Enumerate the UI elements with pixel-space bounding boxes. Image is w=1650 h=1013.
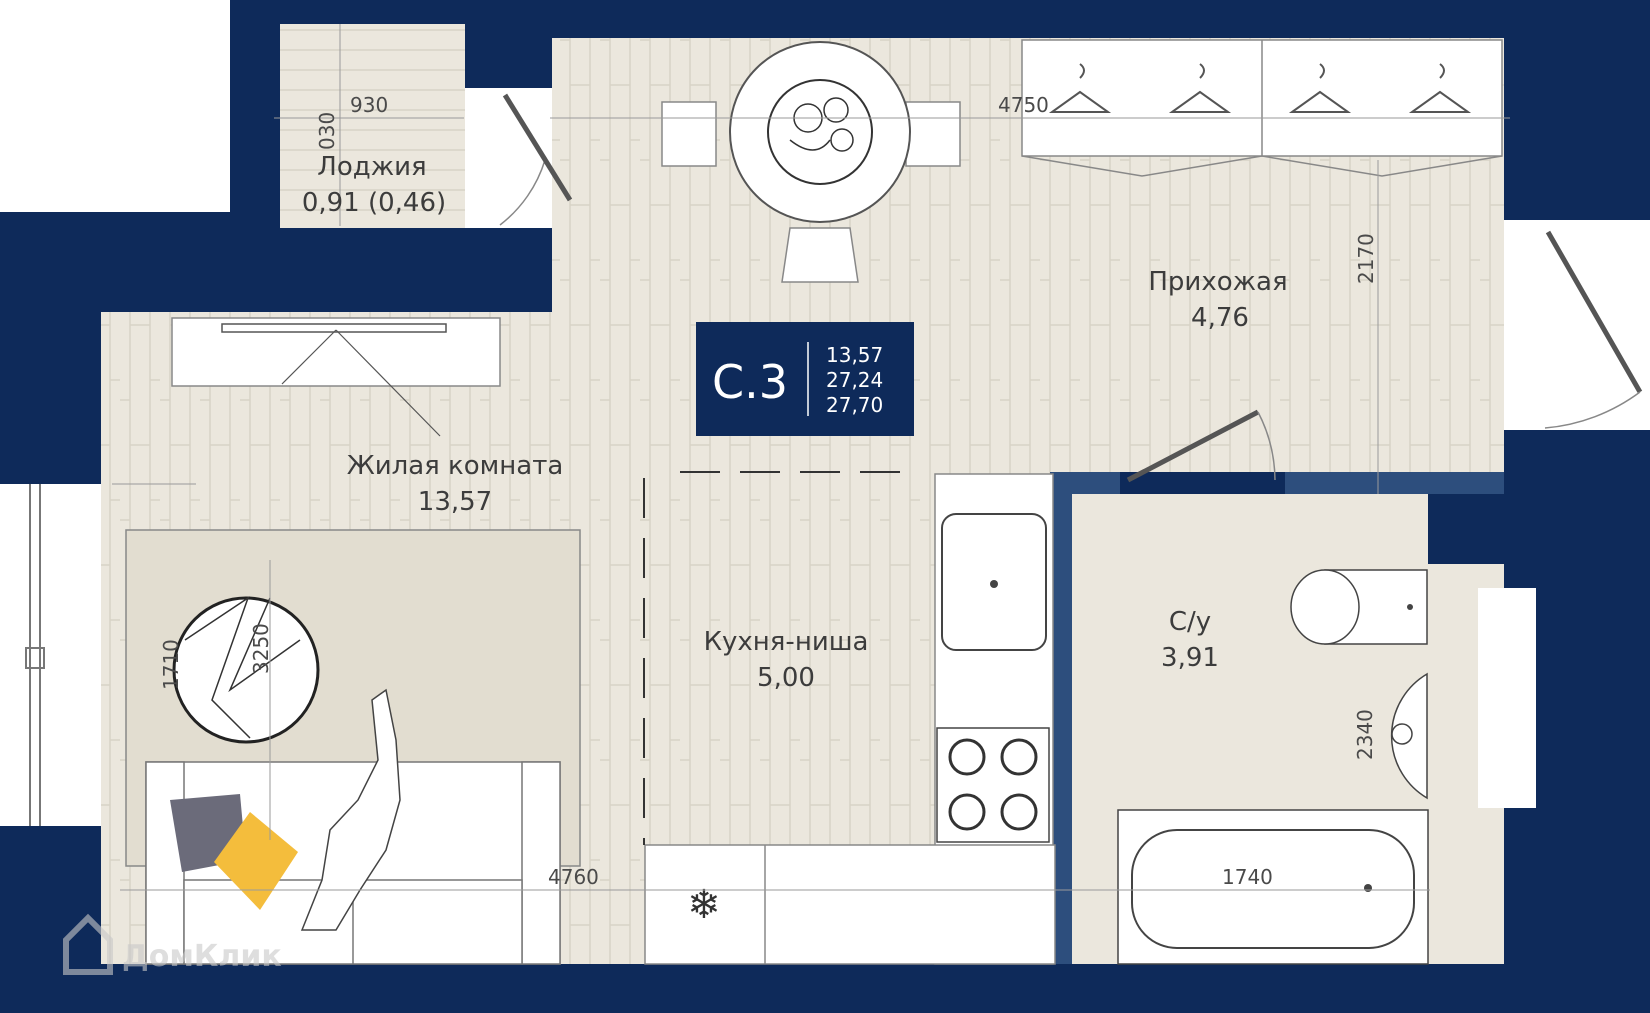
badge-area-living: 13,57: [826, 343, 883, 367]
room-area-living: 13,57: [418, 487, 492, 517]
room-name-bathroom: С/у: [1169, 607, 1211, 637]
wardrobe: [1021, 39, 1503, 177]
entrance-door: [1504, 220, 1650, 430]
house-icon: [63, 913, 113, 975]
loggia-door: [465, 88, 573, 228]
room-name-loggia: Лоджия: [317, 152, 426, 182]
dim-bath-width: 2340: [1353, 709, 1377, 760]
tv-stand: [171, 317, 501, 437]
bath-fixtures: [1117, 569, 1429, 965]
bath-window: [1478, 588, 1536, 808]
kitchen-counter: ❄: [644, 473, 1056, 965]
dim-hall-depth: 2170: [1354, 233, 1378, 284]
dim-loggia-width: 930: [350, 93, 388, 117]
watermark-text: ДомКлик: [122, 939, 282, 974]
room-area-hallway: 4,76: [1191, 303, 1249, 333]
badge-area-total: 27,24: [826, 368, 883, 392]
dim-living-depth: 1710: [159, 639, 183, 690]
dim-loggia-depth: 030: [315, 112, 339, 150]
domclick-watermark: ДомКлик: [63, 913, 282, 975]
room-area-kitchen: 5,00: [757, 663, 815, 693]
fridge: [644, 844, 1056, 965]
sofa: [145, 688, 561, 965]
dim-bath-length: 1740: [1222, 865, 1273, 889]
room-area-bathroom: 3,91: [1161, 643, 1219, 673]
kitchen-boundary: [643, 471, 900, 845]
room-area-loggia: 0,91 (0,46): [302, 188, 446, 218]
dining-table: [661, 41, 961, 283]
bath-walls: [1050, 409, 1504, 964]
dim-top-length: 4750: [998, 93, 1049, 117]
washbasin: [1390, 672, 1428, 800]
living-window: [0, 484, 101, 826]
loggia-floor: [280, 24, 465, 228]
badge-area-with-loggia: 27,70: [826, 393, 883, 417]
apartment-badge: С.3 13,57 27,24 27,70: [696, 322, 914, 436]
dim-bottom-length: 4760: [548, 865, 599, 889]
coffee-table: [172, 596, 320, 744]
dim-rug-size: 3250: [249, 623, 273, 674]
yellow-pillow: [214, 812, 298, 910]
room-name-hallway: Прихожая: [1148, 267, 1287, 297]
fruit-bowl-icon: [767, 79, 873, 185]
dimension-lines: [112, 24, 1510, 891]
badge-code: С.3: [712, 355, 788, 409]
room-name-kitchen: Кухня-ниша: [704, 627, 869, 657]
room-name-living: Жилая комната: [347, 451, 564, 481]
hanger-icon: [1048, 63, 1472, 113]
